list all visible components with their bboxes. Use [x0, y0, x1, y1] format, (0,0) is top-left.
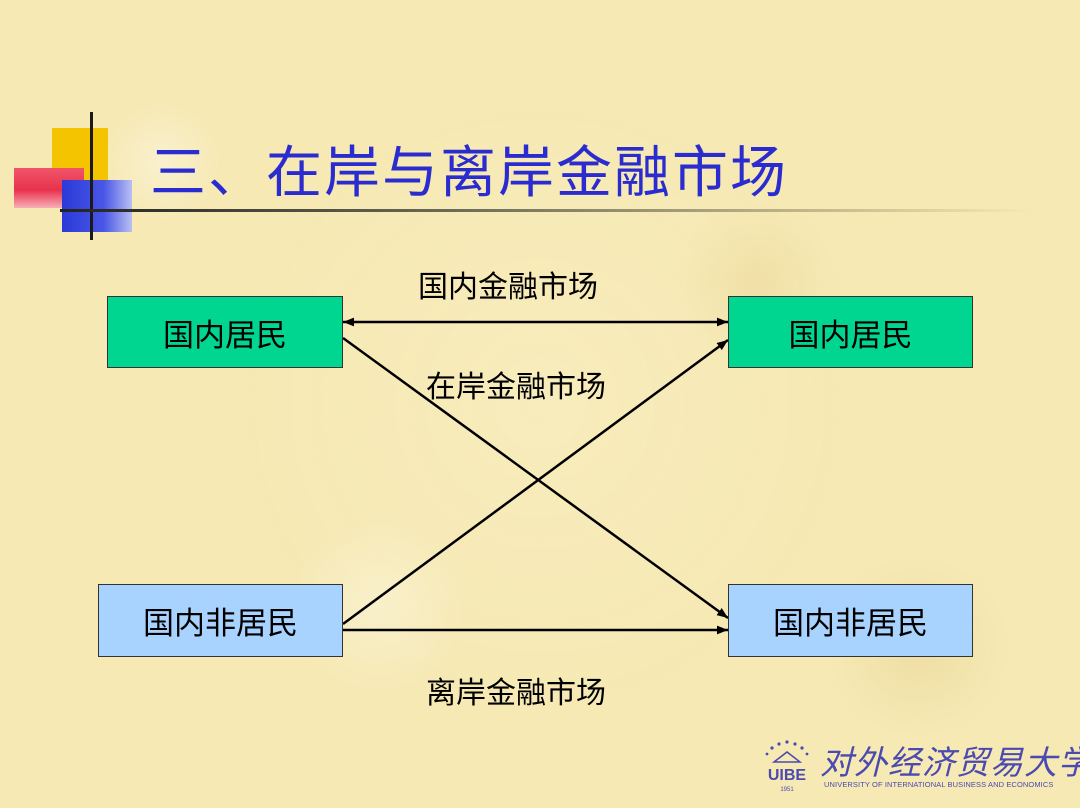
emblem-text: UIBE [768, 767, 807, 784]
title-underline [60, 209, 1030, 212]
emblem-year: 1951 [780, 787, 794, 793]
university-name-chinese: 对外经济贸易大学 [820, 743, 1080, 782]
arrow-resident-to-nonresident [342, 336, 729, 620]
resident-box-left: 国内居民 [107, 296, 343, 368]
resident-box-right: 国内居民 [728, 296, 973, 368]
arrow-nonresident-to-resident [342, 338, 729, 626]
domestic-market-label: 国内金融市场 [418, 270, 598, 305]
university-name-english: UNIVERSITY OF INTERNATIONAL BUSINESS AND… [824, 780, 1054, 789]
title-decoration-vertical-line [90, 112, 93, 240]
offshore-market-label: 离岸金融市场 [426, 676, 606, 711]
onshore-market-label: 在岸金融市场 [426, 370, 606, 405]
university-emblem-icon: UIBE 1951 [765, 740, 809, 793]
university-logo: UIBE 1951 对外经济贸易大学 UNIVERSITY OF INTERNA… [758, 736, 1080, 800]
nonresident-box-left: 国内非居民 [98, 584, 343, 657]
title-decoration-blue-block [62, 180, 132, 232]
slide-title: 三、在岸与离岸金融市场 [150, 141, 788, 206]
nonresident-box-right: 国内非居民 [728, 584, 973, 657]
